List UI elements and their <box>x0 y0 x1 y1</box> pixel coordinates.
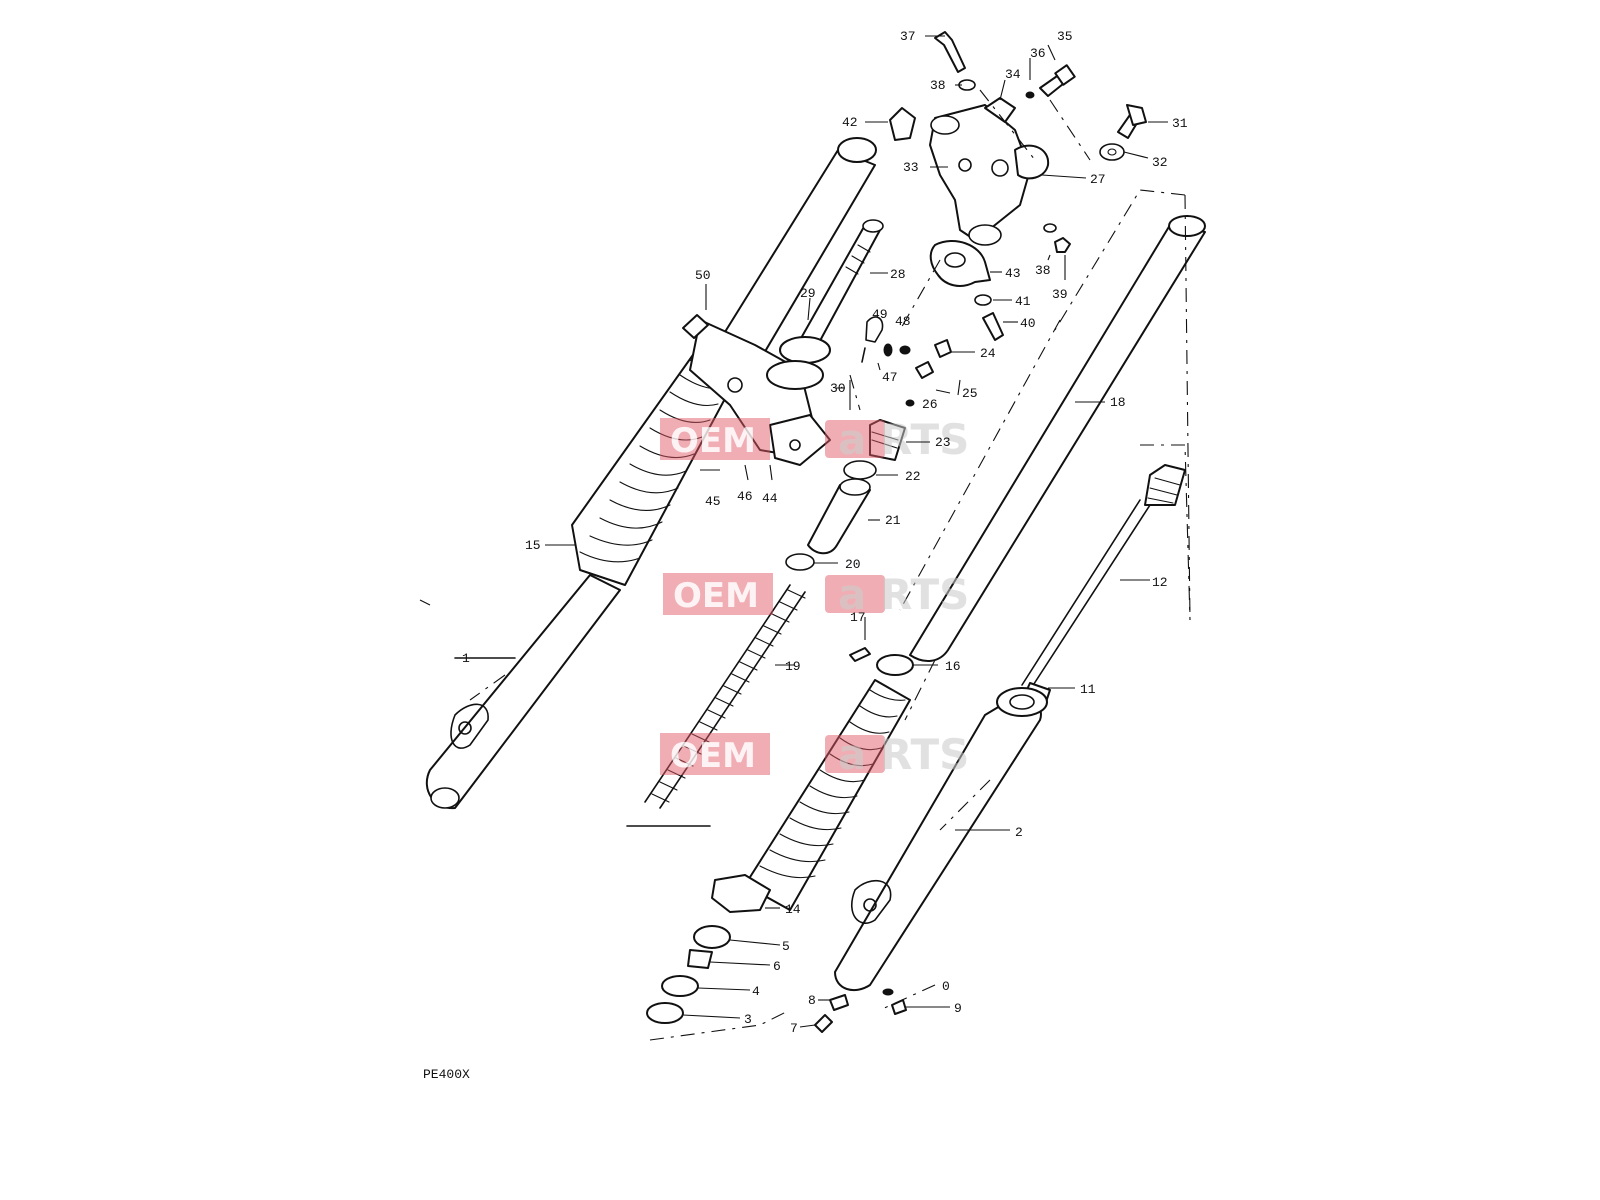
callout-50: 50 <box>695 268 711 283</box>
callout-45: 45 <box>705 494 721 509</box>
model-code-label: PE400X <box>423 1067 470 1082</box>
callout-11: 11 <box>1080 682 1096 697</box>
callout-49: 49 <box>872 307 888 322</box>
callout-25: 25 <box>962 386 978 401</box>
callout-14: 14 <box>785 902 801 917</box>
callout-34: 34 <box>1005 67 1021 82</box>
callout-3: 3 <box>744 1012 752 1027</box>
callout-40: 40 <box>1020 316 1036 331</box>
callout-29: 29 <box>800 286 816 301</box>
callout-2: 2 <box>1015 825 1023 840</box>
callout-8: 8 <box>808 993 816 1008</box>
watermark-rts-text: RTS <box>880 415 969 464</box>
watermark-a-text: a <box>838 415 866 464</box>
callout-21: 21 <box>885 513 901 528</box>
watermark-oem-text: OEM <box>670 736 756 776</box>
callout-31: 31 <box>1172 116 1188 131</box>
callout-38-right: 38 <box>1035 263 1051 278</box>
left-fork-assembly <box>425 137 884 810</box>
fork-spring <box>644 584 806 809</box>
callout-18: 18 <box>1110 395 1126 410</box>
leader-lines <box>545 35 1168 1028</box>
callout-1: 1 <box>462 651 470 666</box>
upper-bracket <box>889 31 1147 341</box>
callout-44: 44 <box>762 491 778 506</box>
watermark-middle: OEM a RTS <box>663 570 969 619</box>
watermark-bottom: OEM a RTS <box>660 730 969 779</box>
fork-internals <box>644 215 1206 809</box>
callout-22: 22 <box>905 469 921 484</box>
callout-20: 20 <box>845 557 861 572</box>
callout-4: 4 <box>752 984 760 999</box>
callout-0: 0 <box>942 979 950 994</box>
callout-12: 12 <box>1152 575 1168 590</box>
callout-17: 17 <box>850 610 866 625</box>
callout-32: 32 <box>1152 155 1168 170</box>
callout-9: 9 <box>954 1001 962 1016</box>
callout-38-top: 38 <box>930 78 946 93</box>
callout-6: 6 <box>773 959 781 974</box>
callout-35: 35 <box>1057 29 1073 44</box>
callout-33: 33 <box>903 160 919 175</box>
watermark-oem-text: OEM <box>670 421 756 461</box>
callout-43: 43 <box>1005 266 1021 281</box>
callout-41: 41 <box>1015 294 1031 309</box>
callout-28: 28 <box>890 267 906 282</box>
callout-26: 26 <box>922 397 938 412</box>
callout-36: 36 <box>1030 46 1046 61</box>
callout-37: 37 <box>900 29 916 44</box>
callout-15: 15 <box>525 538 541 553</box>
callout-30: 30 <box>830 381 846 396</box>
watermark-top: OEM a RTS <box>660 415 969 464</box>
callout-42: 42 <box>842 115 858 130</box>
watermark-a-text: a <box>838 730 866 779</box>
watermark-rts-text: RTS <box>880 570 969 619</box>
callout-39: 39 <box>1052 287 1068 302</box>
callout-47: 47 <box>882 370 898 385</box>
watermark-rts-text: RTS <box>880 730 969 779</box>
callout-46: 46 <box>737 489 753 504</box>
alignment-lines <box>419 89 1191 1041</box>
callout-labels: 37 35 36 34 38 31 32 42 33 27 50 28 29 4… <box>423 29 1188 1082</box>
callout-27: 27 <box>1090 172 1106 187</box>
watermark-a-text: a <box>838 570 866 619</box>
watermark-oem-text: OEM <box>673 576 759 616</box>
callout-16: 16 <box>945 659 961 674</box>
callout-48: 48 <box>895 314 911 329</box>
callout-7: 7 <box>790 1021 798 1036</box>
callout-19: 19 <box>785 659 801 674</box>
callout-24: 24 <box>980 346 996 361</box>
right-fork-assembly <box>646 679 1048 1033</box>
callout-23: 23 <box>935 435 951 450</box>
callout-5: 5 <box>782 939 790 954</box>
right-fork-bellows <box>744 679 911 911</box>
